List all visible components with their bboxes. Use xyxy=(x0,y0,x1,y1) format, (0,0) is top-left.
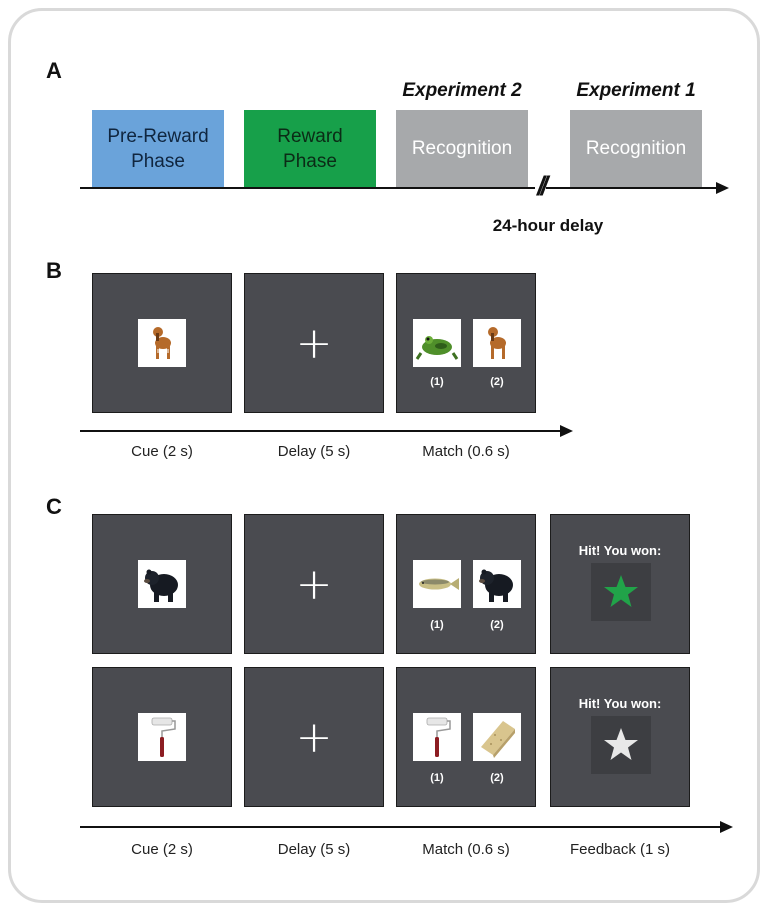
panel-b-timeline xyxy=(80,430,564,432)
panel-c-timeline xyxy=(80,826,724,828)
experiment-1-label: Experiment 1 xyxy=(576,80,696,101)
phase-pre-reward: Pre-Reward Phase xyxy=(92,110,224,187)
screen-delay-row2: + xyxy=(244,667,384,807)
panel-label-c: C xyxy=(46,494,62,519)
white-star-icon xyxy=(591,716,651,774)
dog-image xyxy=(473,319,521,367)
screen-cue-row1 xyxy=(92,514,232,654)
option-2-label: (2) xyxy=(490,376,504,388)
timeline-axis xyxy=(80,187,720,189)
feedback-text: Hit! You won: xyxy=(578,543,662,558)
delay-label: 24-hour delay xyxy=(492,216,604,235)
step-label-cue: Cue (2 s) xyxy=(131,443,193,460)
option-1-label: (1) xyxy=(430,376,444,388)
screen-match-row2: (1) (2) xyxy=(396,667,536,807)
panel-label-b: B xyxy=(46,258,62,283)
timeline-arrowhead xyxy=(716,182,729,194)
dog-image xyxy=(138,319,186,367)
phase-reward: Reward Phase xyxy=(244,110,376,187)
phase-recognition-exp2: Recognition xyxy=(396,110,528,187)
option-2-label: (2) xyxy=(490,619,504,631)
option-2-label: (2) xyxy=(490,772,504,784)
step-label-match: Match (0.6 s) xyxy=(422,841,510,858)
paint-roller-image xyxy=(413,713,461,761)
green-star-icon xyxy=(591,563,651,621)
screen-delay-row1: + xyxy=(244,514,384,654)
bear-image xyxy=(473,560,521,608)
paint-roller-image xyxy=(138,713,186,761)
fish-image xyxy=(413,560,461,608)
screen-feedback-row2: Hit! You won: xyxy=(550,667,690,807)
option-1-label: (1) xyxy=(430,772,444,784)
step-label-match: Match (0.6 s) xyxy=(422,443,510,460)
fixation-cross: + xyxy=(295,317,333,369)
phase-recognition-exp1: Recognition xyxy=(570,110,702,187)
panel-b-arrowhead xyxy=(560,425,573,437)
step-label-cue: Cue (2 s) xyxy=(131,841,193,858)
screen-feedback-row1: Hit! You won: xyxy=(550,514,690,654)
feedback-text: Hit! You won: xyxy=(578,696,662,711)
frog-image xyxy=(413,319,461,367)
fixation-cross: + xyxy=(295,558,333,610)
step-label-feedback: Feedback (1 s) xyxy=(569,841,671,858)
bear-image xyxy=(138,560,186,608)
panel-label-a: A xyxy=(46,58,62,83)
sponge-image xyxy=(473,713,521,761)
screen-delay: + xyxy=(244,273,384,413)
step-label-delay: Delay (5 s) xyxy=(277,841,351,858)
timeline-break-mark: // xyxy=(535,171,548,201)
screen-cue-row2 xyxy=(92,667,232,807)
screen-cue xyxy=(92,273,232,413)
step-label-delay: Delay (5 s) xyxy=(277,443,351,460)
experiment-2-label: Experiment 2 xyxy=(402,80,522,101)
option-1-label: (1) xyxy=(430,619,444,631)
screen-match: (1) (2) xyxy=(396,273,536,413)
panel-c-arrowhead xyxy=(720,821,733,833)
fixation-cross: + xyxy=(295,711,333,763)
screen-match-row1: (1) (2) xyxy=(396,514,536,654)
